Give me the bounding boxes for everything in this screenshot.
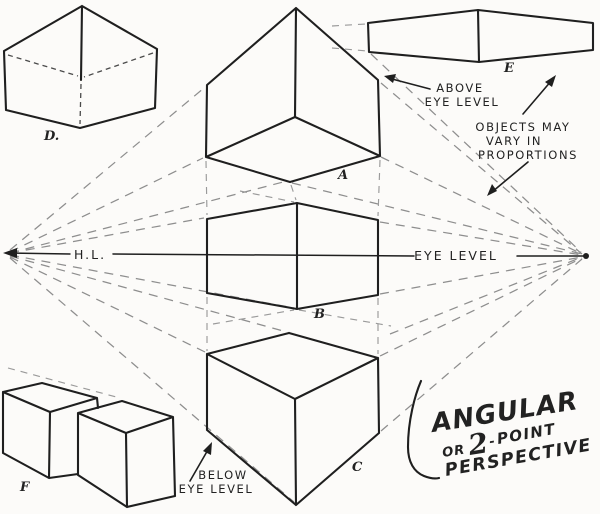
objects-note-up-arrowhead — [545, 75, 556, 87]
horizon-segment — [6, 252, 71, 255]
construction-line — [379, 257, 583, 357]
box-d-hidden-edges — [7, 52, 154, 125]
text-layer: D. A B C E F H.L. EYE LEVEL ABOVE EYE LE… — [19, 61, 594, 496]
box-c-label: C — [352, 460, 363, 475]
left-vp-fan — [9, 87, 295, 503]
construction-line — [9, 257, 295, 503]
horizon-segment — [112, 253, 415, 257]
construction-line — [205, 160, 208, 216]
construction-line — [377, 159, 381, 217]
below-eye-level-arrowhead — [203, 442, 212, 455]
construction-line — [7, 367, 121, 399]
construction-line — [389, 256, 583, 335]
below-eye-level-caption-line1: BELOW — [198, 468, 248, 482]
objects-note-up-arrow — [522, 79, 553, 115]
horizon-eye-level-label: EYE LEVEL — [414, 248, 498, 263]
title-hyphen: - — [488, 434, 497, 450]
above-eye-level-caption-line2: EYE LEVEL — [425, 95, 500, 109]
box-a-label: A — [336, 168, 348, 183]
objects-note-down-arrow — [491, 161, 529, 193]
objects-note-down-arrowhead — [487, 184, 497, 196]
cubes-f — [1, 381, 177, 509]
objects-note-line2: VARY IN — [486, 134, 542, 148]
box-b-outline — [205, 201, 380, 311]
construction-line — [290, 184, 297, 201]
construction-line — [291, 182, 583, 255]
right-vanishing-point — [583, 253, 589, 259]
box-b-label: B — [313, 307, 325, 322]
below-eye-level-arrow — [189, 447, 210, 482]
construction-line — [380, 156, 583, 255]
below-eye-level-caption-line2: EYE LEVEL — [179, 482, 254, 496]
construction-line — [379, 256, 583, 295]
box-e-label: E — [503, 61, 515, 76]
construction-line — [380, 82, 583, 255]
annotation-arrows — [189, 74, 556, 482]
box-a — [204, 6, 382, 184]
box-c — [205, 331, 381, 507]
objects-note-line3: PROPORTIONS — [478, 148, 578, 162]
construction-line — [331, 23, 367, 27]
box-e — [366, 8, 595, 64]
box-a-outline — [204, 6, 382, 184]
construction-line — [239, 190, 295, 203]
box-b — [205, 201, 380, 311]
box-d-outline — [2, 4, 159, 130]
above-eye-level-caption-line1: ABOVE — [436, 81, 484, 95]
construction-line — [9, 87, 205, 251]
horizon-line — [3, 248, 589, 259]
title-bracket — [406, 379, 441, 480]
construction-line — [331, 47, 368, 52]
cubes-f-label: F — [19, 480, 30, 495]
above-eye-level-arrow — [391, 78, 431, 90]
right-vp-fan — [291, 53, 583, 432]
objects-note-line1: OBJECTS MAY — [475, 120, 570, 134]
construction-line — [212, 309, 295, 325]
construction-line — [9, 217, 205, 254]
vertical-construction-lines — [7, 23, 392, 399]
construction-line — [298, 309, 392, 327]
construction-line — [9, 256, 206, 353]
construction-line — [9, 157, 204, 253]
title-block: ANGULAR OR 2 - POINT PERSPECTIVE — [427, 386, 593, 481]
construction-line — [370, 53, 582, 253]
construction-line — [380, 258, 583, 432]
box-c-outline — [205, 331, 381, 507]
above-eye-level-arrowhead — [384, 74, 396, 83]
box-d-label: D. — [43, 129, 59, 144]
box-e-outline — [366, 8, 595, 64]
left-vanishing-point — [3, 248, 17, 258]
horizon-hl-label: H.L. — [74, 247, 106, 262]
construction-line — [379, 221, 583, 256]
box-d — [2, 4, 159, 130]
title-or: OR — [441, 443, 466, 461]
cube-f-right-outline — [76, 399, 177, 509]
cube-f-left-outline — [1, 381, 100, 480]
